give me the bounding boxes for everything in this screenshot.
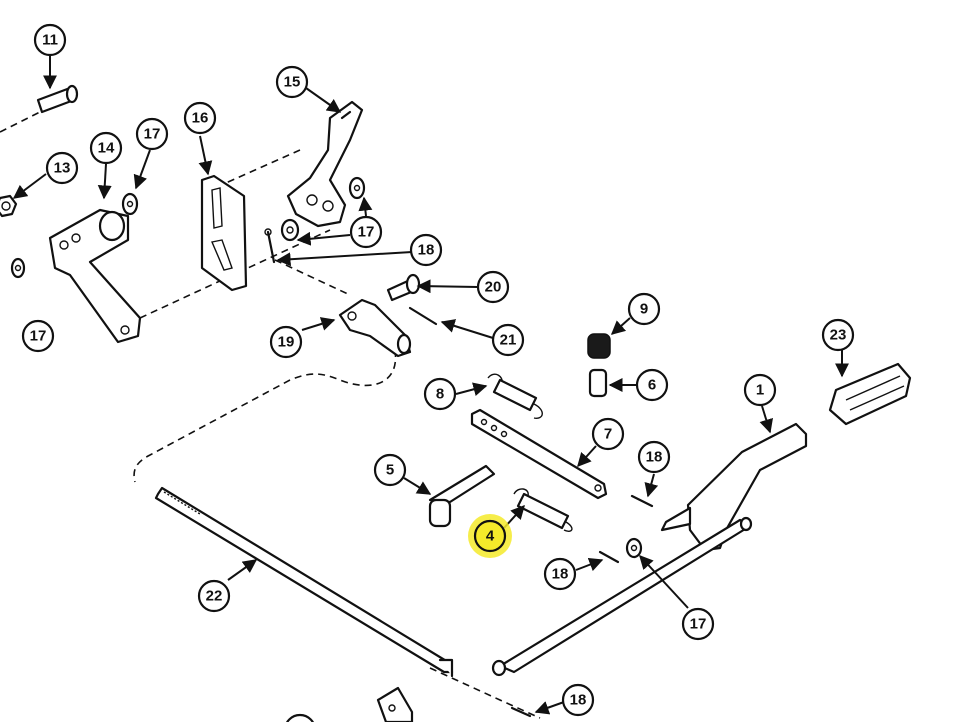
part-4-spring xyxy=(513,488,573,532)
svg-text:4: 4 xyxy=(486,528,495,545)
part-9-cap xyxy=(587,333,611,359)
callout-4-highlighted: 4 xyxy=(468,514,512,558)
callout-16: 16 xyxy=(183,101,217,135)
part-17-washer-a xyxy=(121,192,139,216)
part-16-slotted-plate xyxy=(200,174,248,292)
callout-17: 17 xyxy=(349,215,383,249)
part-17-washer-d xyxy=(280,218,300,242)
callout-1: 1 xyxy=(743,373,777,407)
part-23-pedal-pad xyxy=(828,362,912,426)
part-6-sleeve xyxy=(588,368,608,398)
callout-15: 15 xyxy=(275,65,309,99)
part-18-cotter-pin-b xyxy=(630,494,654,508)
callout-14: 14 xyxy=(89,131,123,165)
callout-11: 11 xyxy=(33,23,67,57)
part-17-washer-c xyxy=(348,176,366,200)
svg-text:6: 6 xyxy=(648,377,656,394)
part-bottom-bracket xyxy=(376,686,414,722)
part-17-washer-b xyxy=(10,257,26,279)
svg-text:21: 21 xyxy=(500,332,517,349)
callout-17: 17 xyxy=(21,319,55,353)
svg-text:17: 17 xyxy=(358,224,375,241)
part-1-pedal-shaft xyxy=(491,422,808,677)
callout-7: 7 xyxy=(591,417,625,451)
callout-13: 13 xyxy=(45,151,79,185)
svg-text:5: 5 xyxy=(386,462,394,479)
callout-19: 19 xyxy=(269,325,303,359)
svg-text:8: 8 xyxy=(436,386,444,403)
callout-17: 17 xyxy=(681,607,715,641)
part-13-nut xyxy=(0,194,18,218)
svg-text:18: 18 xyxy=(552,566,569,583)
callout-22: 22 xyxy=(197,579,231,613)
callout-18: 18 xyxy=(409,233,443,267)
callout-23: 23 xyxy=(821,318,855,352)
assembly-guide-lines xyxy=(0,111,541,719)
svg-text:17: 17 xyxy=(690,616,707,633)
svg-text:18: 18 xyxy=(418,242,435,259)
part-17-washer-e xyxy=(625,537,643,559)
callout-20: 20 xyxy=(476,270,510,304)
part-19-clevis xyxy=(338,298,412,358)
callout-21: 21 xyxy=(491,323,525,357)
callout-17: 17 xyxy=(135,117,169,151)
svg-text:19: 19 xyxy=(278,334,295,351)
svg-text:11: 11 xyxy=(42,32,58,49)
svg-text:22: 22 xyxy=(206,588,223,605)
part-22-rod xyxy=(154,486,454,678)
svg-text:13: 13 xyxy=(54,160,71,177)
callout-18: 18 xyxy=(637,440,671,474)
svg-text:14: 14 xyxy=(98,140,115,157)
svg-text:18: 18 xyxy=(646,449,663,466)
svg-text:1: 1 xyxy=(756,382,764,399)
part-15-pedal-bracket xyxy=(286,100,364,228)
part-11-clevis-pin xyxy=(36,84,79,114)
svg-text:20: 20 xyxy=(485,279,502,296)
callout-9: 9 xyxy=(627,292,661,326)
part-21-cotter-pin xyxy=(408,306,438,326)
svg-text:23: 23 xyxy=(830,327,847,344)
svg-text:18: 18 xyxy=(570,692,587,709)
part-20-pin xyxy=(386,273,421,302)
callout-partial xyxy=(286,713,314,722)
part-14-bellcrank-lever xyxy=(48,208,142,344)
svg-text:9: 9 xyxy=(640,301,648,318)
part-5-bracket xyxy=(428,464,496,528)
svg-text:17: 17 xyxy=(144,126,161,143)
part-18-cotter-pin-a xyxy=(264,228,276,264)
svg-text:7: 7 xyxy=(604,426,612,443)
part-18-cotter-pin-d xyxy=(510,706,532,718)
leader-arrows xyxy=(12,56,849,715)
svg-text:16: 16 xyxy=(192,110,209,127)
callout-6: 6 xyxy=(635,368,669,402)
callout-5: 5 xyxy=(373,453,407,487)
callout-18: 18 xyxy=(543,557,577,591)
part-7-link-bar xyxy=(470,408,608,500)
part-18-cotter-pin-c xyxy=(598,550,620,564)
svg-text:17: 17 xyxy=(30,328,47,345)
callout-18: 18 xyxy=(561,683,595,717)
part-8-spring xyxy=(487,373,543,419)
svg-text:15: 15 xyxy=(284,74,301,91)
callout-8: 8 xyxy=(423,377,457,411)
